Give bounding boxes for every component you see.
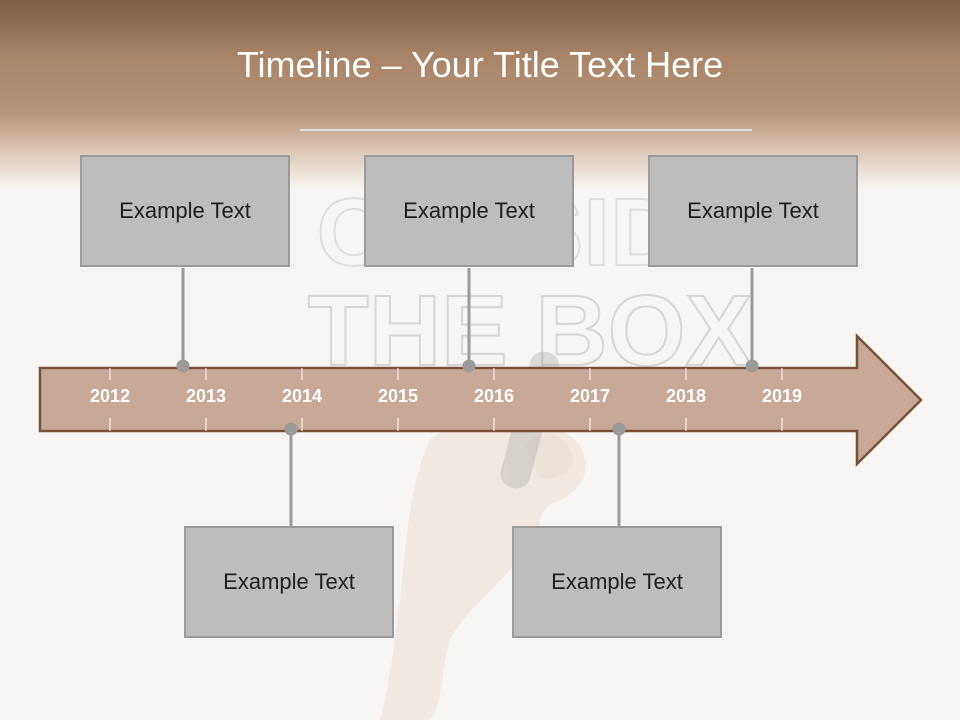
year-2017: 2017 bbox=[569, 386, 611, 406]
year-2012: 2012 bbox=[89, 386, 131, 406]
timeline-arrow bbox=[38, 332, 923, 468]
year-2018: 2018 bbox=[665, 386, 707, 406]
callout-top-left[interactable]: Example Text bbox=[80, 155, 290, 267]
year-2015: 2015 bbox=[377, 386, 419, 406]
page-title: Timeline – Your Title Text Here bbox=[236, 44, 724, 85]
callout-bottom-left[interactable]: Example Text bbox=[184, 526, 394, 638]
callout-bottom-right[interactable]: Example Text bbox=[512, 526, 722, 638]
year-2013: 2013 bbox=[185, 386, 227, 406]
year-2014: 2014 bbox=[281, 386, 323, 406]
callout-top-right[interactable]: Example Text bbox=[648, 155, 858, 267]
year-2019: 2019 bbox=[761, 386, 803, 406]
callout-top-center[interactable]: Example Text bbox=[364, 155, 574, 267]
year-2016: 2016 bbox=[473, 386, 515, 406]
